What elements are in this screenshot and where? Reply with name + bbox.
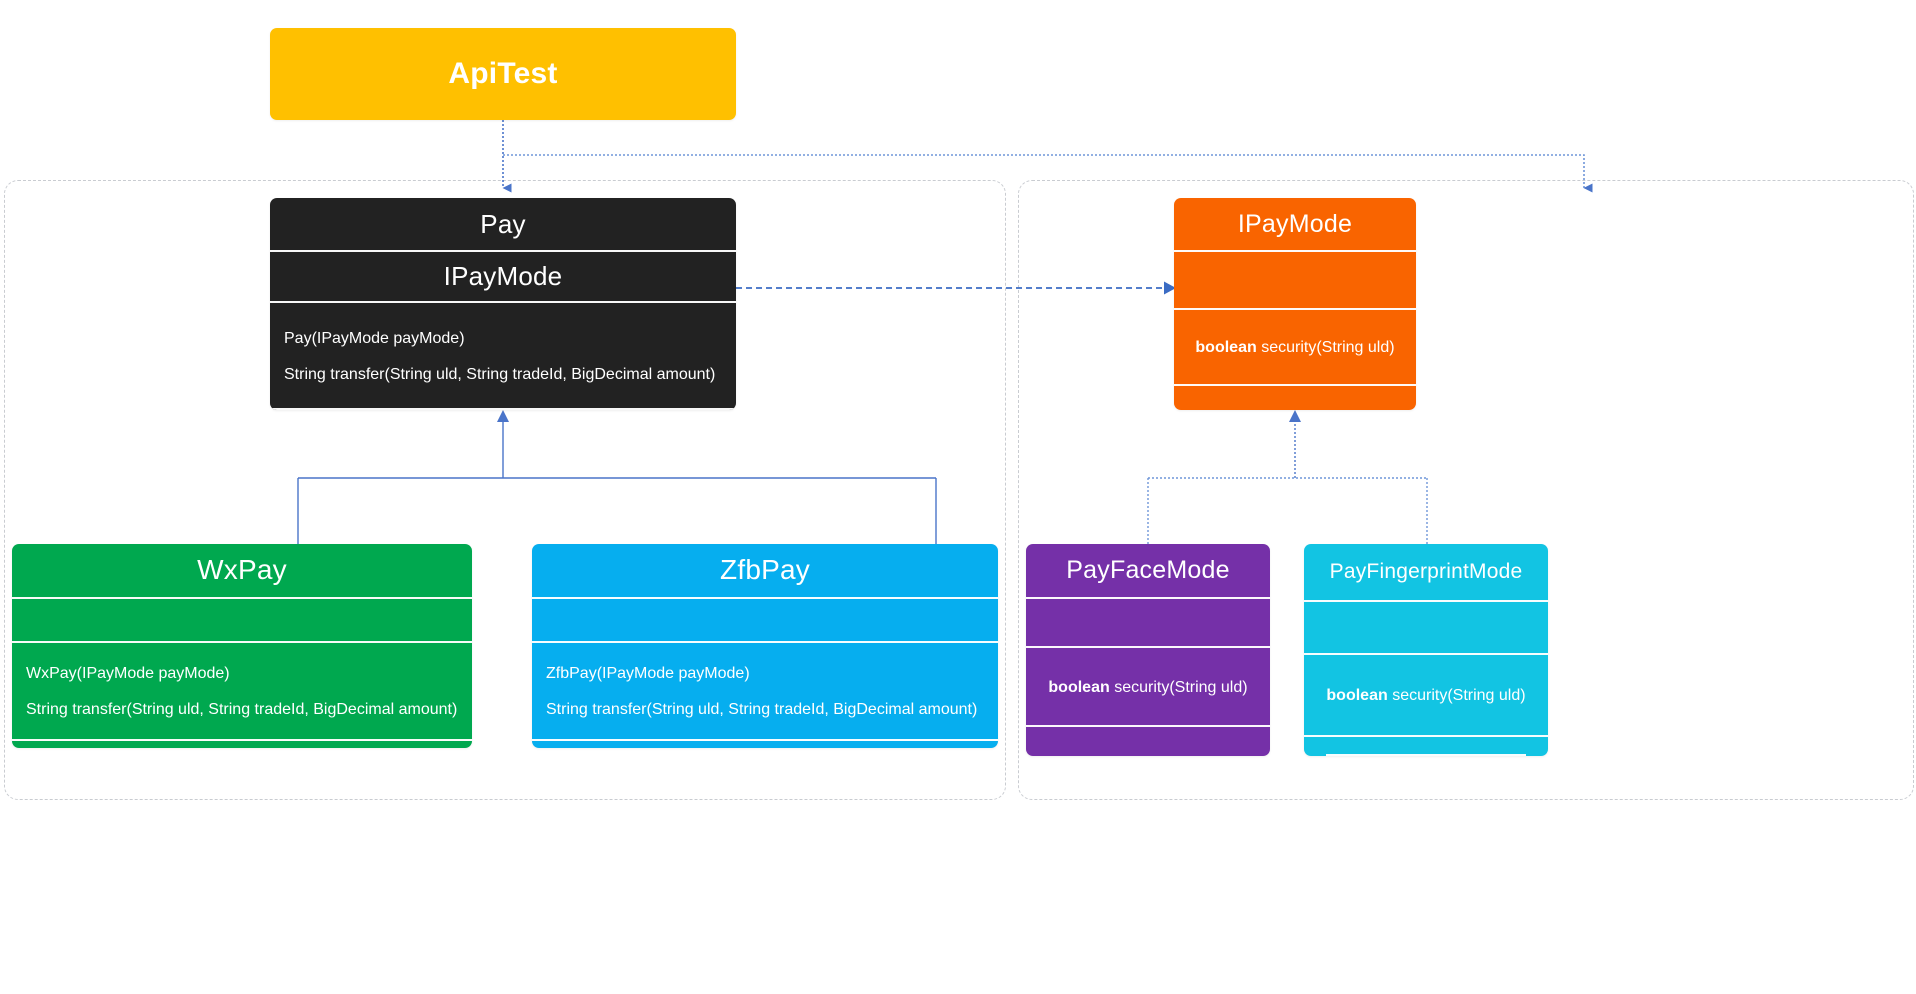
class-fields-payfacemode: [1026, 599, 1270, 646]
method-signature: boolean security(String uld): [1048, 678, 1248, 696]
compartment-divider: [12, 640, 472, 643]
class-title-pay: Pay: [480, 208, 526, 239]
class-node-pay[interactable]: Pay IPayMode Pay(IPayMode payMode) Strin…: [270, 198, 736, 410]
compartment-divider: [12, 596, 472, 599]
class-title-payfingerprintmode: PayFingerprintMode: [1329, 560, 1523, 584]
compartment-divider: [1304, 652, 1548, 655]
class-methods-payfingerprintmode: boolean security(String uld): [1304, 655, 1548, 735]
compartment-divider: [270, 301, 736, 304]
class-fields-zfbpay: [532, 599, 998, 641]
class-methods-pay: Pay(IPayMode payMode) String transfer(St…: [270, 303, 736, 408]
compartment-divider: [270, 250, 736, 253]
compartment-divider: [1304, 600, 1548, 603]
compartment-divider: [1304, 734, 1548, 737]
class-fields-wxpay: [12, 599, 472, 641]
compartment-divider: [1026, 646, 1270, 649]
compartment-divider: [1026, 596, 1270, 599]
class-title-apitest: ApiTest: [448, 57, 558, 90]
method-signature: ZfbPay(IPayMode payMode): [546, 664, 750, 682]
class-node-ipaymode[interactable]: IPayMode boolean security(String uld): [1174, 198, 1416, 410]
class-tail-compartment: [1174, 386, 1416, 410]
class-node-apitest[interactable]: ApiTest: [270, 28, 736, 120]
class-title-wxpay: WxPay: [197, 554, 287, 586]
class-node-payfacemode[interactable]: PayFaceMode boolean security(String uld): [1026, 544, 1270, 756]
class-title-ipaymode: IPayMode: [1237, 209, 1353, 238]
class-title-payfacemode: PayFaceMode: [1066, 555, 1230, 584]
method-signature: String transfer(String uld, String trade…: [284, 365, 716, 383]
class-fields-ipaymode: [1174, 252, 1416, 308]
compartment-divider: [1174, 384, 1416, 387]
compartment-divider-inset: [1326, 754, 1526, 756]
compartment-divider: [532, 596, 998, 599]
class-methods-payfacemode: boolean security(String uld): [1026, 648, 1270, 724]
class-field-pay-ipaymode: IPayMode: [443, 261, 563, 292]
method-signature: boolean security(String uld): [1326, 686, 1526, 704]
method-signature: boolean security(String uld): [1195, 339, 1395, 357]
class-tail-compartment: [1304, 737, 1548, 754]
class-node-wxpay[interactable]: WxPay WxPay(IPayMode payMode) String tra…: [12, 544, 472, 748]
class-fields-payfingerprintmode: [1304, 602, 1548, 652]
class-tail-compartment: [532, 741, 998, 748]
class-tail-compartment: [1026, 727, 1270, 756]
compartment-divider: [12, 738, 472, 741]
method-signature: WxPay(IPayMode payMode): [26, 664, 230, 682]
compartment-divider: [270, 408, 736, 410]
class-node-payfingerprintmode[interactable]: PayFingerprintMode boolean security(Stri…: [1304, 544, 1548, 756]
compartment-divider: [532, 738, 998, 741]
compartment-divider: [1174, 250, 1416, 253]
method-signature: String transfer(String uld, String trade…: [26, 700, 458, 718]
class-methods-zfbpay: ZfbPay(IPayMode payMode) String transfer…: [532, 643, 998, 739]
method-signature: String transfer(String uld, String trade…: [546, 700, 978, 718]
method-signature: Pay(IPayMode payMode): [284, 329, 465, 347]
class-node-zfbpay[interactable]: ZfbPay ZfbPay(IPayMode payMode) String t…: [532, 544, 998, 748]
class-title-zfbpay: ZfbPay: [720, 554, 810, 586]
class-tail-compartment: [12, 741, 472, 748]
class-methods-ipaymode: boolean security(String uld): [1174, 310, 1416, 384]
compartment-divider: [1026, 724, 1270, 727]
compartment-divider: [532, 640, 998, 643]
class-methods-wxpay: WxPay(IPayMode payMode) String transfer(…: [12, 643, 472, 739]
compartment-divider: [1174, 308, 1416, 311]
